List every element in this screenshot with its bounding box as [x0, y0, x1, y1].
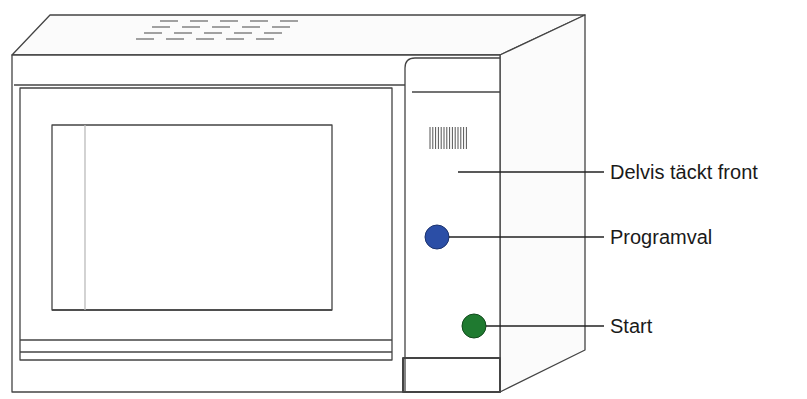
vent-slot — [280, 20, 298, 21]
top-face — [12, 15, 585, 55]
grille-line — [441, 127, 442, 149]
grille-line — [430, 127, 431, 149]
display-grille — [430, 127, 466, 149]
vent-slots — [136, 21, 298, 39]
vent-slot — [226, 38, 244, 39]
panel-edge — [412, 91, 500, 92]
vent-slot — [152, 26, 170, 27]
door-window — [52, 125, 332, 310]
vent-slot — [272, 26, 290, 27]
grille-line — [438, 127, 439, 149]
vent-slot — [234, 32, 252, 33]
grille-line — [455, 127, 456, 149]
grille-line — [452, 127, 453, 149]
vent-slot — [190, 20, 208, 21]
front-face — [12, 55, 500, 392]
leader-line — [449, 236, 604, 237]
vent-slot — [264, 32, 282, 33]
grille-line — [458, 127, 459, 149]
bottom-panel — [403, 358, 500, 392]
start-button — [462, 314, 486, 338]
control-panel — [405, 58, 500, 392]
vent-slot — [182, 26, 200, 27]
vent-slot — [166, 38, 184, 39]
grille-line — [444, 127, 445, 149]
vent-slot — [242, 26, 260, 27]
vent-slot — [212, 26, 230, 27]
part-label: Start — [608, 314, 654, 338]
program-button — [425, 225, 449, 249]
vent-slot — [220, 20, 238, 21]
leader-line — [458, 171, 604, 172]
vent-slot — [256, 38, 274, 39]
door-window-inner — [84, 125, 85, 310]
grille-line — [435, 127, 436, 149]
grille-line — [432, 127, 433, 149]
vent-slot — [174, 32, 192, 33]
vent-slot — [160, 20, 178, 21]
front-band — [14, 84, 405, 85]
vent-slot — [136, 38, 154, 39]
part-label: Delvis täckt front — [608, 160, 760, 184]
side-face — [500, 15, 585, 392]
grille-line — [446, 127, 447, 149]
grille-line — [460, 127, 461, 149]
leader-line — [486, 325, 604, 326]
vent-slot — [250, 20, 268, 21]
door-trim — [20, 351, 392, 352]
grille-line — [449, 127, 450, 149]
door — [20, 88, 392, 360]
grille-line — [463, 127, 464, 149]
door-trim — [20, 339, 392, 340]
vent-slot — [144, 32, 162, 33]
part-label: Programval — [608, 225, 714, 249]
vent-slot — [204, 32, 222, 33]
vent-slot — [196, 38, 214, 39]
grille-line — [466, 127, 467, 149]
door-window-edge — [52, 309, 332, 310]
